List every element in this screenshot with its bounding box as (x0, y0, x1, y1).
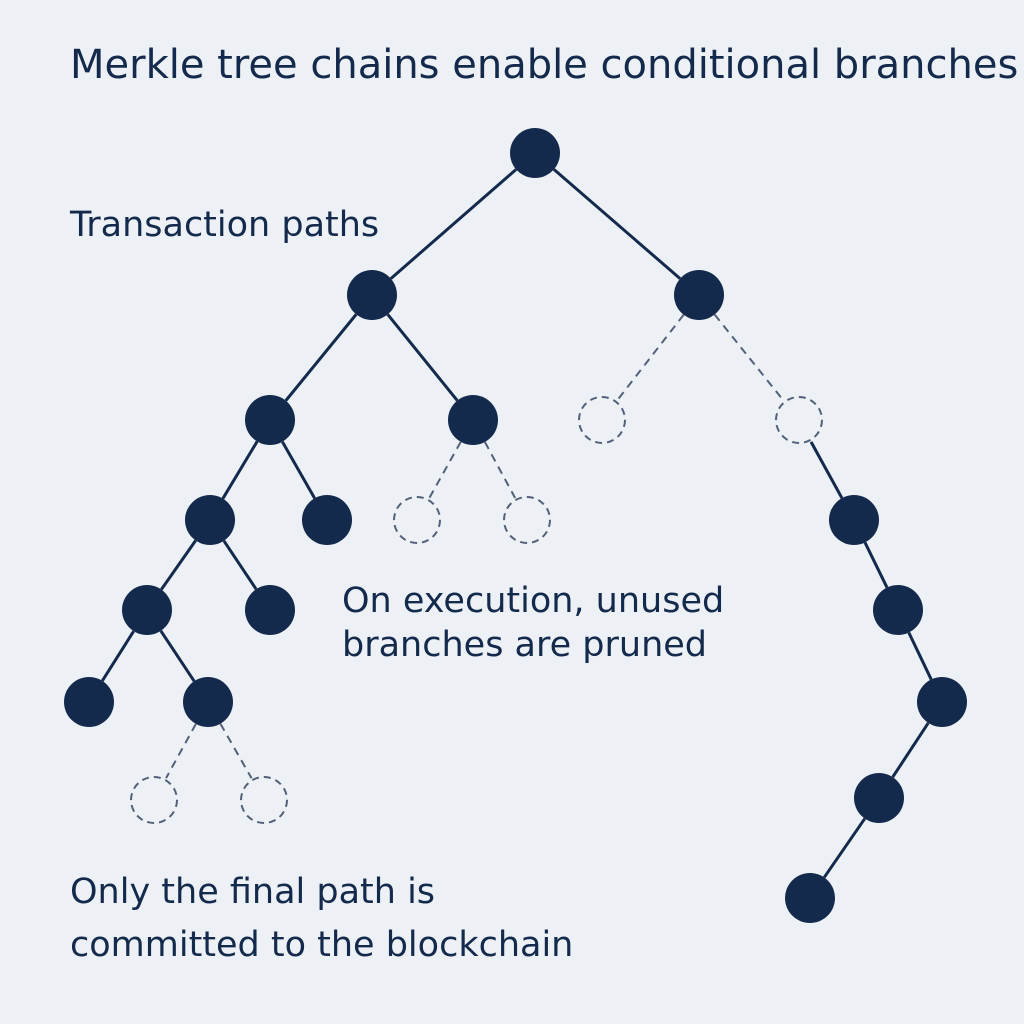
tree-edge (281, 440, 316, 500)
tree-edge (389, 168, 518, 280)
tree-node (873, 585, 923, 635)
final-label-line-2: committed to the blockchain (70, 924, 574, 965)
pruned-node (775, 396, 823, 444)
pruned-node (578, 396, 626, 444)
tree-node (183, 677, 233, 727)
pruned-node (503, 496, 551, 544)
tree-edge (221, 440, 259, 500)
transaction-paths-label: Transaction paths (70, 205, 380, 245)
tree-edge (907, 631, 933, 681)
tree-edge (552, 168, 682, 280)
tree-node (302, 495, 352, 545)
pruned-edge (713, 313, 785, 402)
diagram-title: Merkle tree chains enable conditional br… (70, 42, 1019, 88)
final-label-line-1: Only the final path is (70, 872, 436, 912)
tree-edge (809, 441, 844, 499)
tree-node (64, 677, 114, 727)
tree-node (674, 270, 724, 320)
pruned-label-line-1: On execution, unused (342, 581, 725, 621)
tree-edge (891, 722, 930, 778)
pruned-edge (165, 723, 197, 779)
tree-edge (159, 630, 196, 682)
tree-node (854, 773, 904, 823)
tree-node (448, 395, 498, 445)
tree-node (347, 270, 397, 320)
pruned-edge (428, 441, 462, 499)
tree-node (917, 677, 967, 727)
pruned-edge (616, 314, 685, 401)
pruned-branches-label: On execution, unused branches are pruned (342, 580, 724, 668)
tree-edge (386, 313, 459, 402)
tree-node (185, 495, 235, 545)
tree-node (829, 495, 879, 545)
pruned-edge (483, 441, 517, 499)
tree-node (245, 395, 295, 445)
tree-node (785, 873, 835, 923)
tree-node (245, 585, 295, 635)
final-path-label: Only the final path is committed to the … (70, 866, 573, 971)
tree-edge (222, 539, 258, 591)
root-node (510, 128, 560, 178)
pruned-label-line-2: branches are pruned (342, 624, 708, 665)
pruned-node (240, 776, 288, 824)
pruned-node (130, 776, 178, 824)
pruned-node (393, 496, 441, 544)
tree-edge (160, 539, 197, 591)
tree-edge (863, 541, 889, 589)
pruned-edge (219, 723, 253, 779)
tree-edge (822, 817, 867, 879)
tree-edge (284, 313, 358, 402)
tree-node (122, 585, 172, 635)
tree-edge (101, 630, 135, 682)
